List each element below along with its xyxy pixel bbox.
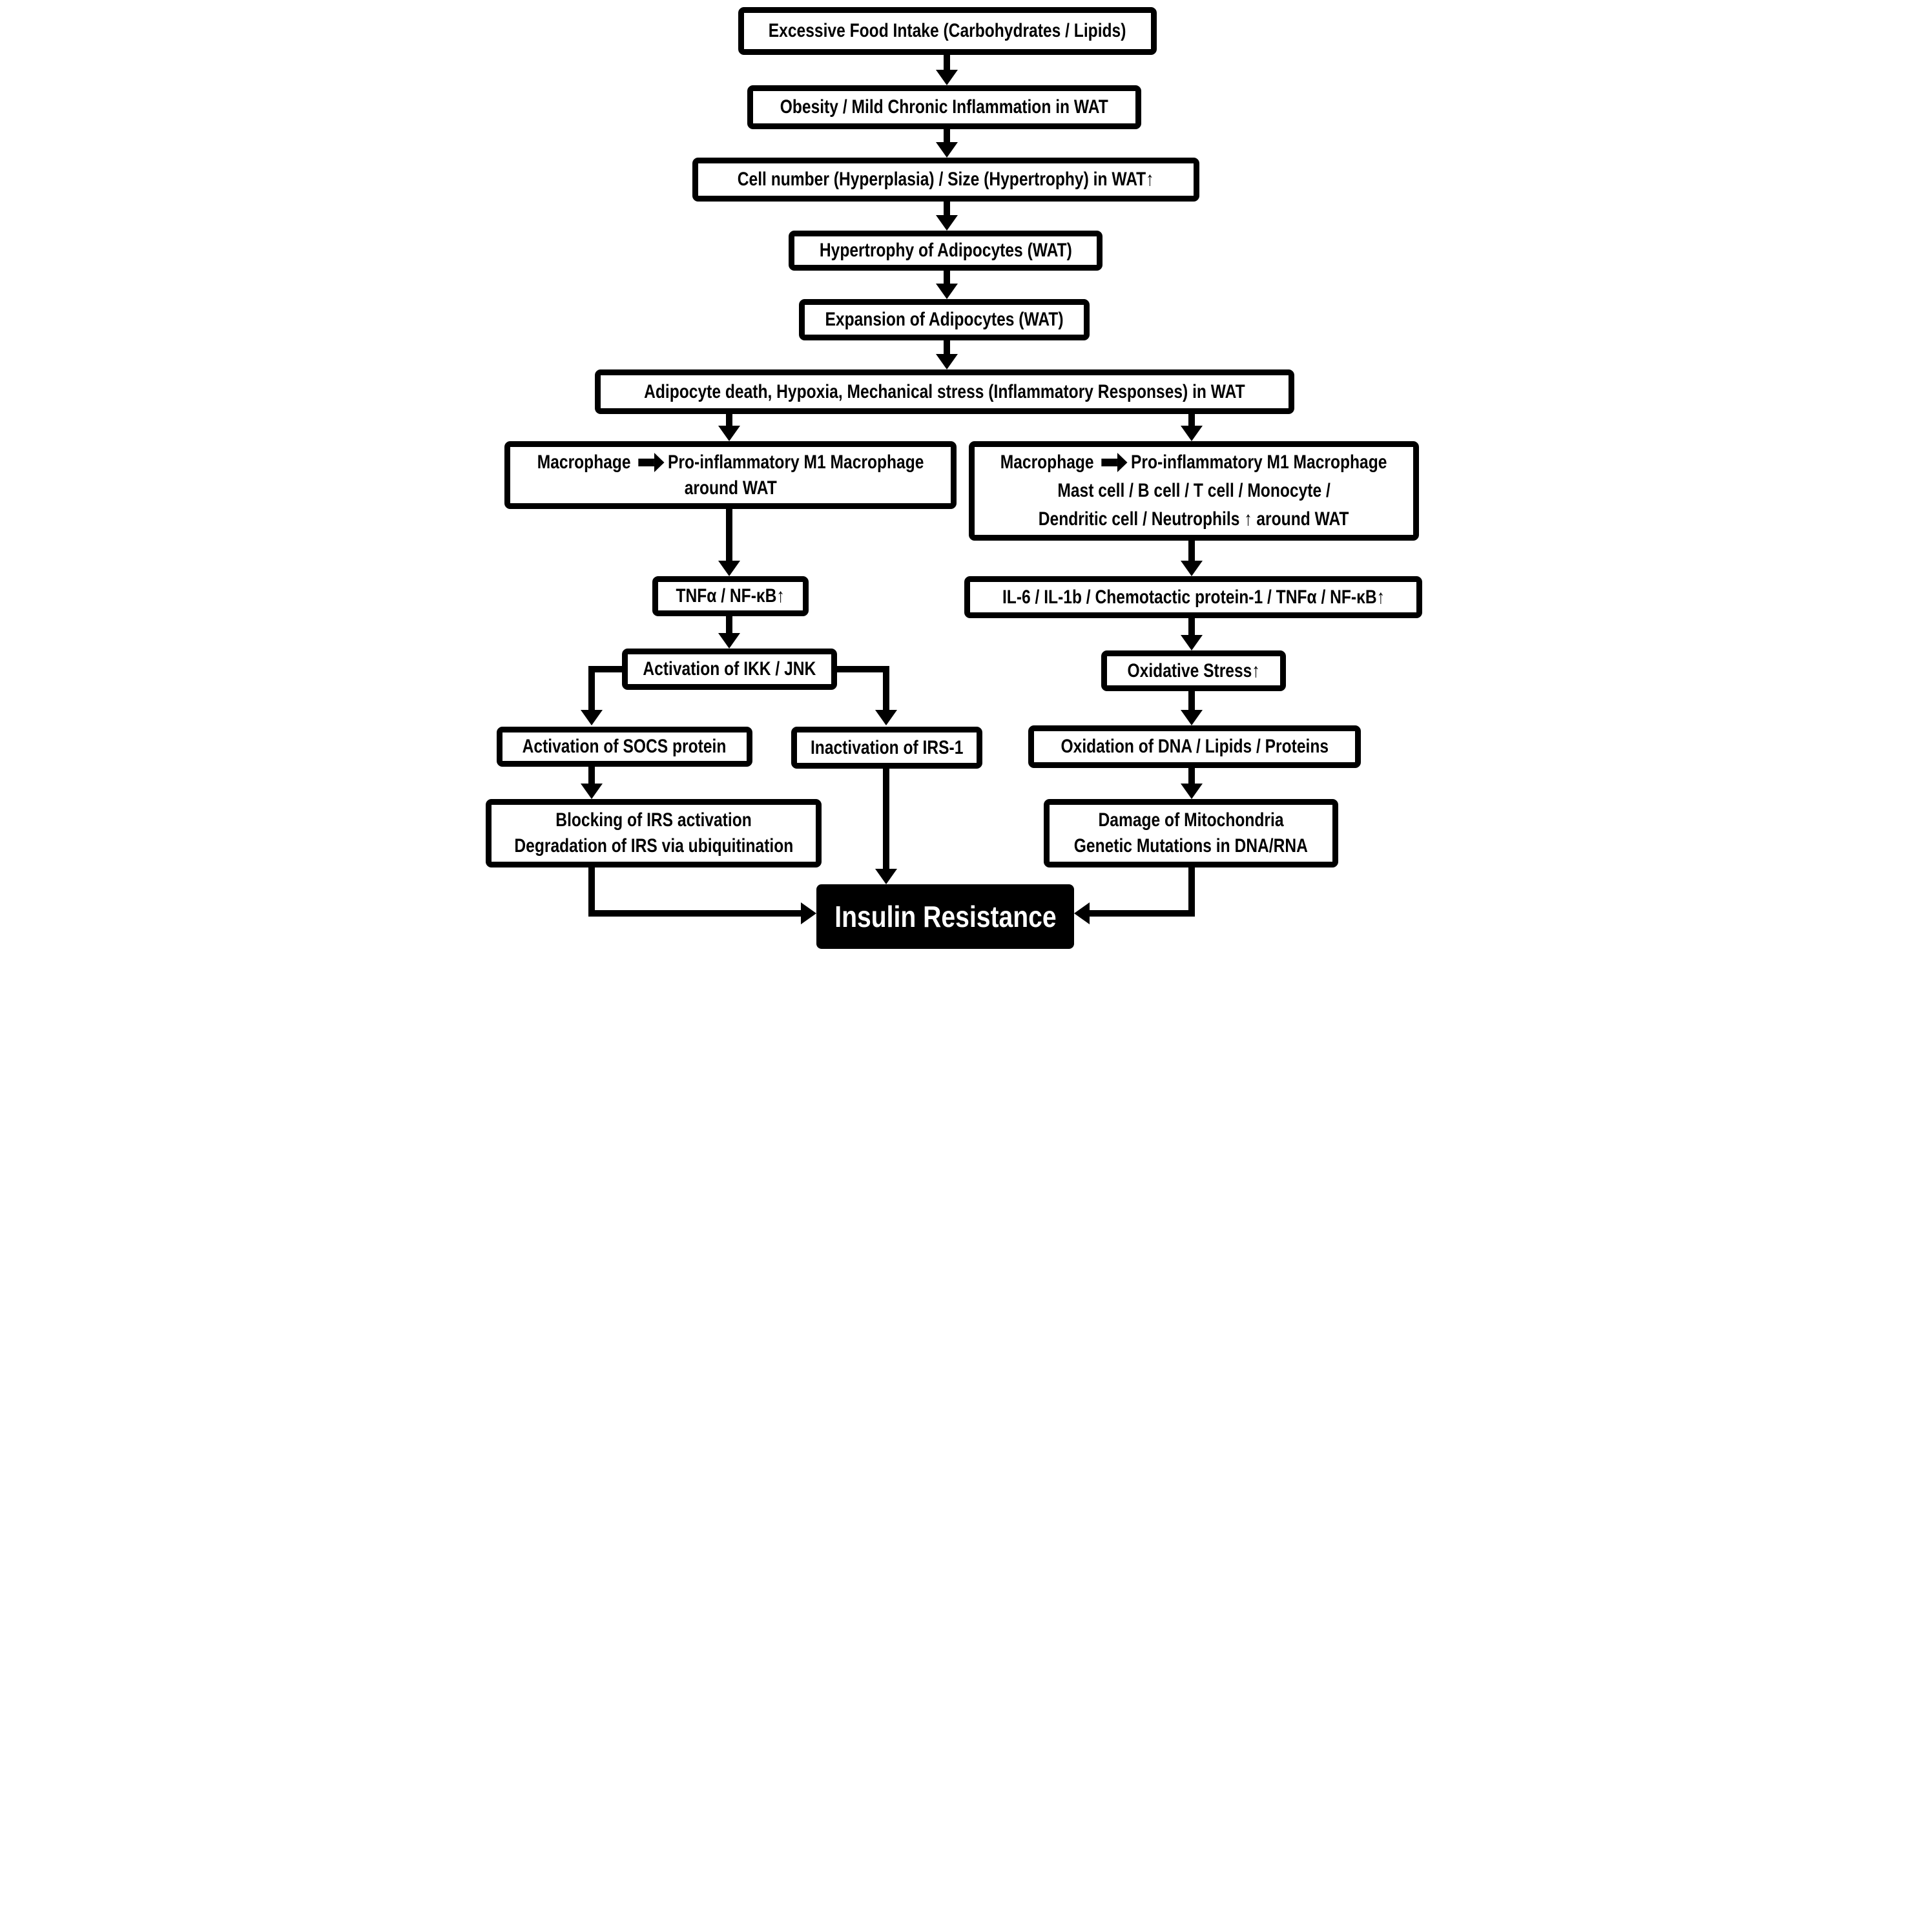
arrow-macrophageright-to-il6 (1188, 541, 1195, 561)
elbow-ikk-to-socs-horizontal (588, 666, 628, 672)
node-label-pre: Macrophage (1000, 452, 1095, 473)
node-label: Activation of SOCS protein (523, 736, 727, 757)
arrow-macrophageleft-to-tnf (726, 509, 732, 561)
node-label-line2: Mast cell / B cell / T cell / Monocyte / (1057, 480, 1330, 501)
node-label: Hypertrophy of Adipocytes (WAT) (819, 240, 1072, 261)
arrow-death-to-macrophage-right (1188, 414, 1195, 426)
flowchart-canvas: Excessive Food Intake (Carbohydrates / L… (479, 0, 1436, 966)
node-label: Adipocyte death, Hypoxia, Mechanical str… (644, 380, 1245, 402)
right-arrow-icon (638, 458, 654, 466)
arrow-oxidativestress-to-oxidation (1188, 691, 1195, 710)
node-label: Insulin Resistance (834, 900, 1057, 933)
arrow-obesity-to-cellnumber (944, 129, 950, 142)
node-activation-socs: Activation of SOCS protein (497, 727, 752, 767)
node-label-line2: Genetic Mutations in DNA/RNA (1073, 835, 1309, 857)
elbow-damage-to-insulin-vertical (1188, 867, 1195, 917)
node-obesity-inflammation: Obesity / Mild Chronic Inflammation in W… (747, 85, 1141, 129)
node-label: Activation of IKK / JNK (643, 658, 816, 680)
arrow-il6-to-oxidativestress (1188, 618, 1195, 635)
elbow-ikk-to-irs1-arrow (883, 666, 889, 710)
node-cell-number-size: Cell number (Hyperplasia) / Size (Hypert… (692, 158, 1199, 202)
node-macrophage-immune-cells-right: Macrophage Pro-inflammatory M1 Macrophag… (969, 441, 1419, 541)
node-label: Excessive Food Intake (Carbohydrates / L… (769, 20, 1126, 41)
elbow-ikk-to-socs-arrow (588, 666, 595, 710)
node-blocking-irs: Blocking of IRS activation Degradation o… (486, 799, 822, 867)
node-label-pre: Macrophage (537, 451, 631, 473)
arrow-death-to-macrophage-left (726, 414, 732, 426)
node-label-post: Pro-inflammatory M1 Macrophage (667, 451, 924, 473)
arrow-tnf-to-ikkjnk (726, 616, 732, 633)
node-label-line1: Blocking of IRS activation (555, 809, 752, 831)
node-label: Inactivation of IRS-1 (810, 736, 964, 758)
node-label: Oxidative Stress↑ (1127, 660, 1260, 681)
node-label: Expansion of Adipocytes (WAT) (825, 309, 1064, 330)
node-inactivation-irs1: Inactivation of IRS-1 (791, 727, 982, 769)
node-macrophage-m1-left: Macrophage Pro-inflammatory M1 Macrophag… (504, 441, 957, 509)
elbow-ikk-to-irs1-horizontal (831, 666, 889, 672)
arrow-socs-to-blocking (588, 767, 595, 784)
node-activation-ikk-jnk: Activation of IKK / JNK (622, 649, 837, 690)
node-label-line2: Degradation of IRS via ubiquitination (514, 835, 793, 857)
arrow-irs1-to-insulin-resistance (883, 769, 889, 869)
right-arrow-icon (1101, 459, 1118, 466)
node-adipocyte-death-hypoxia: Adipocyte death, Hypoxia, Mechanical str… (595, 369, 1294, 414)
elbow-blocking-to-insulin-vertical (588, 867, 595, 917)
node-label: Cell number (Hyperplasia) / Size (Hypert… (738, 169, 1154, 190)
node-damage-mitochondria: Damage of Mitochondria Genetic Mutations… (1044, 799, 1338, 867)
node-label: Obesity / Mild Chronic Inflammation in W… (780, 96, 1108, 118)
node-expansion-adipocytes: Expansion of Adipocytes (WAT) (799, 299, 1090, 340)
node-label: TNFα / NF-κB↑ (676, 585, 785, 607)
arrow-hypertrophy-to-expansion (944, 271, 950, 284)
node-insulin-resistance: Insulin Resistance (816, 884, 1074, 949)
node-oxidative-stress: Oxidative Stress↑ (1101, 650, 1286, 691)
node-hypertrophy-adipocytes: Hypertrophy of Adipocytes (WAT) (789, 231, 1102, 271)
node-il6-cytokines: IL-6 / IL-1b / Chemotactic protein-1 / T… (964, 576, 1422, 618)
elbow-damage-to-insulin-arrow (1090, 910, 1195, 917)
node-label-line3: Dendritic cell / Neutrophils ↑ around WA… (1039, 508, 1349, 530)
node-excessive-food-intake: Excessive Food Intake (Carbohydrates / L… (738, 7, 1157, 55)
node-label-line1: Damage of Mitochondria (1098, 809, 1284, 831)
elbow-blocking-to-insulin-arrow (588, 910, 801, 917)
node-label-post: Pro-inflammatory M1 Macrophage (1131, 452, 1387, 473)
node-label-line2: around WAT (684, 477, 777, 499)
node-oxidation-dna-lipids-proteins: Oxidation of DNA / Lipids / Proteins (1028, 725, 1361, 768)
arrow-expansion-to-death (944, 340, 950, 354)
node-label: Oxidation of DNA / Lipids / Proteins (1061, 736, 1329, 757)
arrow-oxidation-to-damage (1188, 768, 1195, 784)
arrow-food-to-obesity (944, 55, 950, 70)
node-label: IL-6 / IL-1b / Chemotactic protein-1 / T… (1002, 586, 1385, 608)
arrow-cellnumber-to-hypertrophy (944, 202, 950, 215)
node-tnf-nfkb: TNFα / NF-κB↑ (652, 576, 809, 616)
